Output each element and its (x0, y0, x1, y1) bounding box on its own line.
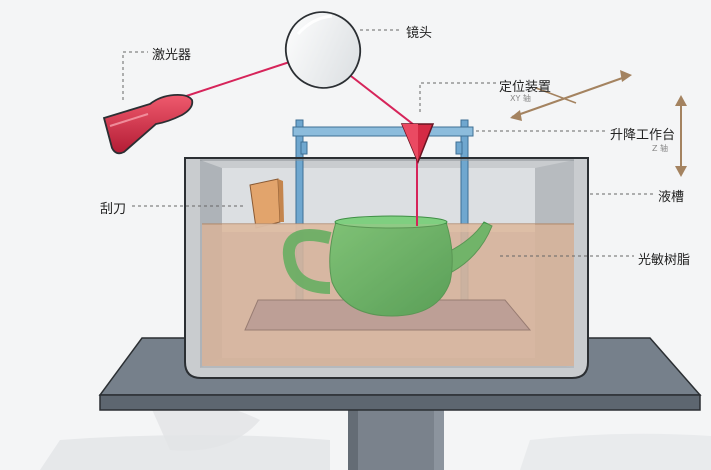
laser-emitter (102, 93, 194, 155)
tank-rim (185, 157, 588, 161)
resin-overlay (202, 224, 574, 366)
scraper-blade (249, 178, 284, 229)
z-axis-arrow (675, 95, 687, 177)
gantry-bar (292, 126, 474, 155)
label-z-axis: Z 轴 (652, 144, 669, 153)
label-resin: 光敏树脂 (638, 253, 691, 268)
pedestal (348, 405, 444, 470)
teapot-model (282, 215, 493, 317)
xy-axis-arrows (510, 70, 632, 121)
label-laser: 激光器 (152, 48, 192, 63)
label-xy-axis: XY 轴 (510, 94, 531, 103)
label-positioning-device: 定位装置 (499, 80, 552, 95)
label-tank: 液槽 (658, 190, 685, 205)
leader-lines (122, 29, 653, 257)
label-scraper: 刮刀 (100, 202, 127, 217)
positioning-device (400, 123, 435, 164)
floor-shadow (40, 402, 711, 470)
label-lens: 镜头 (406, 26, 433, 41)
lens (284, 11, 362, 89)
label-lift-platform: 升降工作台 (610, 128, 676, 143)
